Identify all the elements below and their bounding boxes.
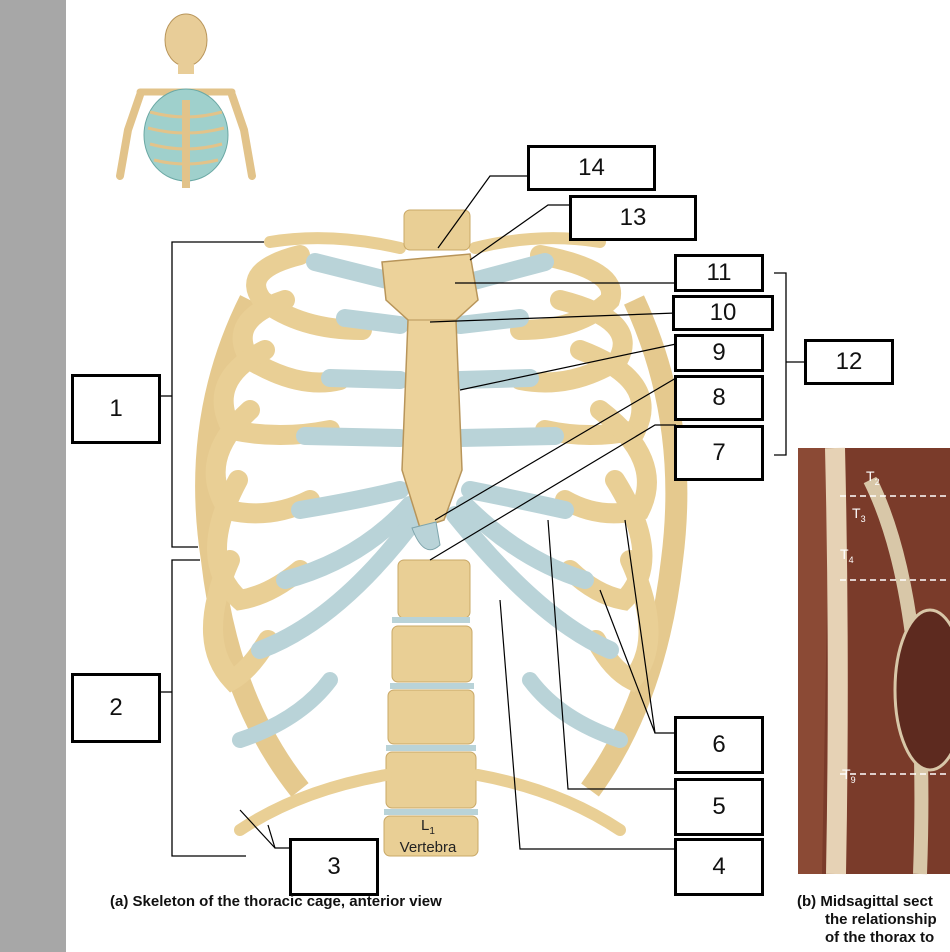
- brackets: [160, 241, 804, 857]
- t-label-3: T3: [852, 505, 866, 524]
- vertebra-word: Vertebra: [399, 839, 457, 856]
- caption-b: (b) Midsagittal sect the relationship of…: [797, 893, 950, 947]
- t-label-9: T9: [842, 766, 856, 785]
- label-box-9[interactable]: 9: [674, 334, 764, 372]
- label-box-1[interactable]: 1: [71, 374, 161, 444]
- label-box-6[interactable]: 6: [674, 716, 764, 774]
- caption-b-line-2: the relationship: [825, 911, 937, 928]
- rib-cage: [195, 209, 688, 857]
- label-box-11[interactable]: 11: [674, 254, 764, 292]
- label-box-13[interactable]: 13: [569, 195, 697, 241]
- label-box-3[interactable]: 3: [289, 838, 379, 896]
- caption-b-line-3: of the thorax to: [825, 929, 935, 946]
- left-gutter: [0, 0, 66, 952]
- t-label-2: T2: [866, 468, 880, 487]
- midsagittal-photo: [798, 447, 950, 875]
- vertebra-label: L1 Vertebra: [388, 818, 468, 856]
- label-box-5[interactable]: 5: [674, 778, 764, 836]
- label-box-14[interactable]: 14: [527, 145, 656, 191]
- label-box-12[interactable]: 12: [804, 339, 894, 385]
- vertebra-letter: L: [421, 817, 430, 834]
- label-box-7[interactable]: 7: [674, 425, 764, 481]
- label-box-10[interactable]: 10: [672, 295, 774, 331]
- label-box-8[interactable]: 8: [674, 375, 764, 421]
- label-box-2[interactable]: 2: [71, 673, 161, 743]
- caption-b-line-1: (b) Midsagittal sect: [797, 893, 933, 910]
- skeleton-thumbnail: [116, 13, 256, 188]
- caption-a: (a) Skeleton of the thoracic cage, anter…: [110, 893, 442, 910]
- label-box-4[interactable]: 4: [674, 838, 764, 896]
- leader-lines: [239, 175, 677, 850]
- t-label-4: T4: [840, 546, 854, 565]
- vertebra-number: 1: [429, 826, 435, 837]
